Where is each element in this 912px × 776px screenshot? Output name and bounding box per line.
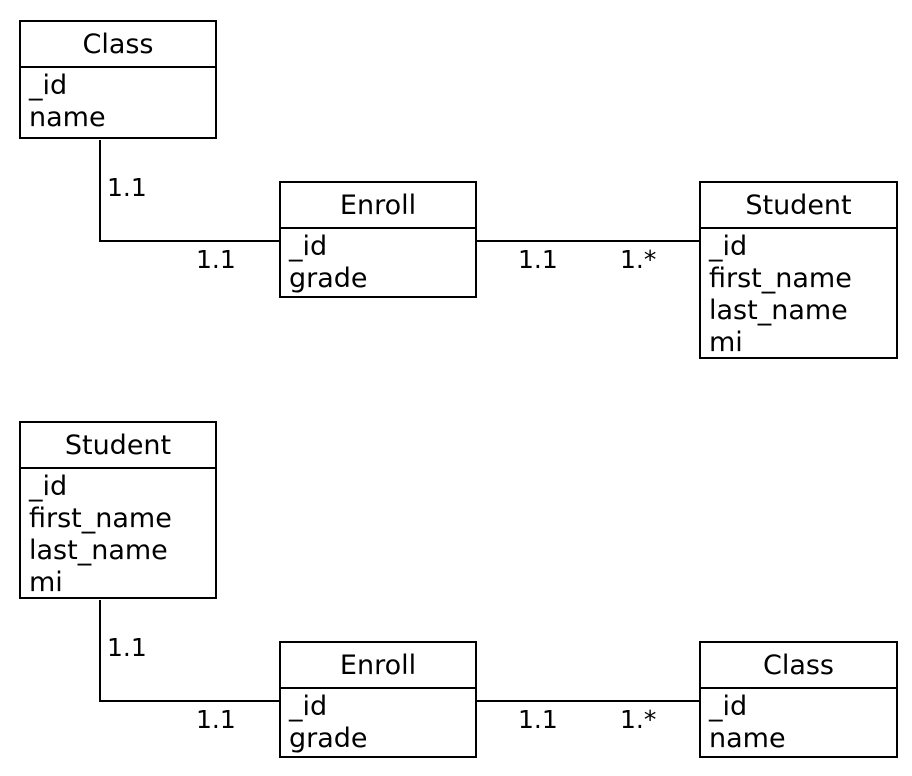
cardinality-label: 1.1: [107, 173, 147, 202]
student-enroll-connector: [99, 600, 280, 702]
attribute: _id: [709, 231, 748, 262]
attribute: _id: [289, 231, 328, 262]
entity-student[interactable]: Student _id first_name last_name mi: [19, 421, 217, 599]
entity-title: Student: [701, 183, 896, 229]
attribute: grade: [289, 723, 368, 754]
attribute: first_name: [29, 503, 172, 534]
entity-attributes: _id grade: [281, 689, 475, 755]
cardinality-label: 1.1: [107, 633, 147, 662]
cardinality-label: 1.1: [196, 705, 236, 734]
entity-attributes: _id first_name last_name mi: [21, 469, 215, 599]
attribute: name: [29, 102, 106, 133]
entity-class[interactable]: Class _id name: [699, 641, 898, 758]
attribute: grade: [289, 263, 368, 294]
entity-class[interactable]: Class _id name: [19, 20, 217, 139]
entity-title: Enroll: [281, 183, 475, 229]
entity-attributes: _id first_name last_name mi: [701, 229, 896, 359]
class-enroll-connector: [99, 140, 280, 242]
cardinality-label: 1.1: [196, 245, 236, 274]
attribute: _id: [29, 471, 68, 502]
attribute: mi: [29, 567, 63, 598]
entity-title: Student: [21, 423, 215, 469]
cardinality-label: 1.1: [518, 245, 558, 274]
entity-title: Class: [701, 643, 896, 689]
attribute: _id: [289, 691, 328, 722]
entity-title: Class: [21, 22, 215, 68]
entity-attributes: _id grade: [281, 229, 475, 295]
entity-attributes: _id name: [21, 68, 215, 134]
cardinality-label: 1.*: [620, 705, 657, 734]
entity-title: Enroll: [281, 643, 475, 689]
attribute: name: [709, 723, 786, 754]
attribute: last_name: [709, 295, 848, 326]
attribute: mi: [709, 327, 743, 358]
attribute: last_name: [29, 535, 168, 566]
entity-enroll[interactable]: Enroll _id grade: [279, 641, 477, 758]
entity-attributes: _id name: [701, 689, 896, 755]
cardinality-label: 1.*: [620, 245, 657, 274]
cardinality-label: 1.1: [518, 705, 558, 734]
entity-enroll[interactable]: Enroll _id grade: [279, 181, 477, 298]
attribute: _id: [709, 691, 748, 722]
attribute: first_name: [709, 263, 852, 294]
entity-student[interactable]: Student _id first_name last_name mi: [699, 181, 898, 359]
attribute: _id: [29, 70, 68, 101]
